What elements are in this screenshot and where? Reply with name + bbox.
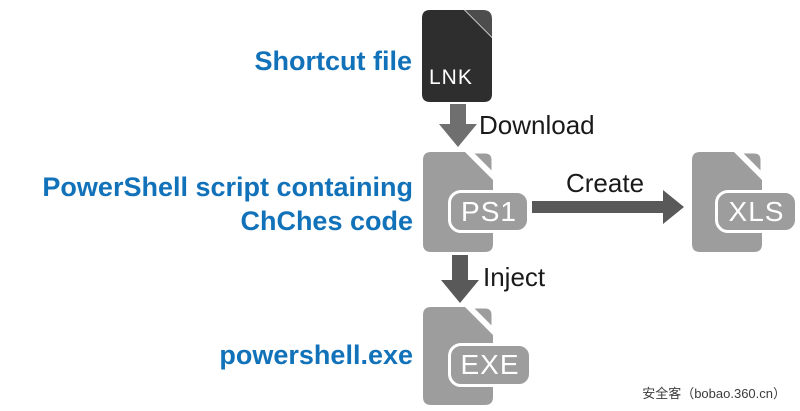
lnk-file-icon — [422, 10, 492, 102]
shortcut-file-label: Shortcut file — [254, 46, 412, 76]
inject-edge-label: Inject — [483, 262, 546, 292]
create-arrow-icon — [532, 190, 684, 224]
inject-arrow-icon — [441, 255, 479, 303]
lnk-file-type-text: LNK — [429, 66, 473, 89]
xls-file-type-badge: XLS — [715, 190, 798, 233]
exe-file-type-badge: EXE — [448, 343, 532, 387]
powershell-script-label-line1: PowerShell script containing — [42, 172, 413, 202]
watermark-text: 安全客（bobao.360.cn） — [642, 386, 786, 401]
powershell-exe-label: powershell.exe — [219, 340, 413, 370]
ps1-file-type-badge: PS1 — [448, 190, 530, 233]
download-arrow-icon — [439, 104, 477, 147]
powershell-script-label-line2: ChChes code — [240, 206, 413, 236]
download-edge-label: Download — [479, 110, 595, 140]
powershell-script-label: PowerShell script containing ChChes code — [42, 170, 413, 238]
create-edge-label: Create — [566, 168, 645, 198]
